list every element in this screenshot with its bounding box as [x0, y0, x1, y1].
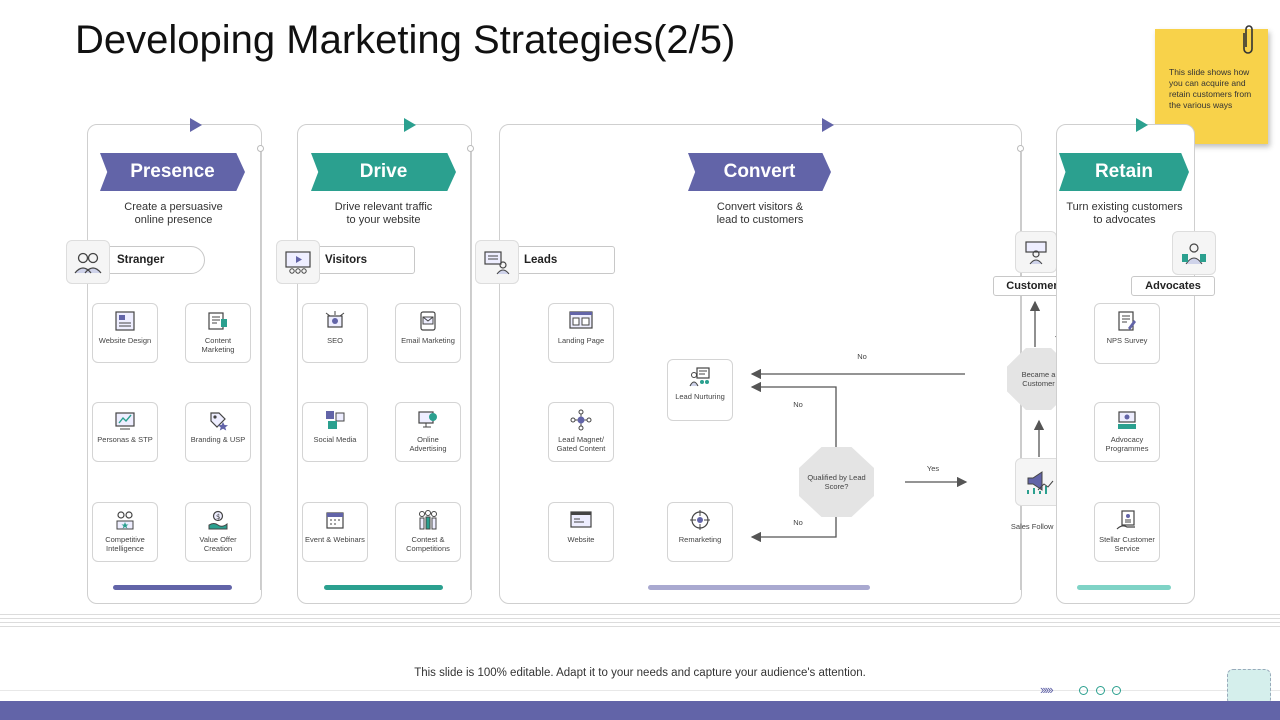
card-seo: SEO [302, 303, 368, 363]
website-design-icon [115, 311, 135, 331]
drive-arrow-head [404, 118, 416, 132]
visitors-pill: Visitors [308, 246, 415, 274]
dot-icon-1 [1079, 686, 1088, 695]
dot-icon-3 [1112, 686, 1121, 695]
leads-icon [475, 240, 519, 284]
qualified-decision: Qualified by Lead Score? [799, 447, 874, 517]
card-branding-usp: Branding & USP [185, 402, 251, 462]
decorative-stripes [0, 614, 1280, 630]
presence-arrow-head [190, 118, 202, 132]
corner-box [1227, 669, 1271, 705]
card-email-marketing: Email Marketing [395, 303, 461, 363]
convert-desc-1: Convert visitors & [716, 201, 804, 213]
footer-note: This slide is 100% editable. Adapt it to… [414, 667, 866, 679]
customer-service-icon [1116, 510, 1135, 530]
drive-banner: Drive [311, 153, 456, 191]
advocates-icon [1172, 231, 1216, 275]
online-advertising-icon [418, 411, 437, 428]
seo-icon [325, 311, 345, 328]
presence-bar [113, 585, 232, 590]
sales-follow-up-label: Sales Follow Up [1010, 522, 1066, 531]
advocates-pill: Advocates [1131, 276, 1215, 296]
presence-desc-2: online presence [134, 214, 213, 226]
drive-desc-1: Drive relevant traffic [334, 201, 433, 213]
card-event-webinars: Event & Webinars [302, 502, 368, 562]
card-content-marketing: Content Marketing [185, 303, 251, 363]
contest-icon [419, 510, 437, 530]
content-marketing-icon [208, 312, 227, 330]
retain-arrow-head [1136, 118, 1148, 132]
branding-icon [210, 412, 228, 431]
convert-bar [648, 585, 870, 590]
card-online-advertising: Online Advertising [395, 402, 461, 462]
lead-nurturing-icon [689, 367, 710, 387]
retain-banner: Retain [1059, 153, 1189, 191]
card-lead-nurturing: Lead Nurturing [667, 359, 733, 421]
visitors-icon [276, 240, 320, 284]
footer-bar [0, 701, 1280, 720]
convert-desc-2: lead to customers [716, 214, 804, 226]
paperclip-icon [1243, 25, 1253, 54]
stranger-icon [66, 240, 110, 284]
presence-banner: Presence [100, 153, 245, 191]
sticky-note-text: This slide shows how you can acquire and… [1169, 67, 1252, 110]
presence-desc-1: Create a persuasive [124, 201, 223, 213]
convert-banner: Convert [688, 153, 831, 191]
card-stellar-customer-service: Stellar Customer Service [1094, 502, 1160, 562]
calendar-icon [326, 512, 344, 529]
landing-page-icon [569, 311, 593, 329]
retain-desc-1: Turn existing customers [1066, 201, 1183, 213]
presence-divider [260, 150, 261, 590]
chevrons-icon: ››››› [1040, 682, 1054, 697]
convert-arrow-head [822, 118, 834, 132]
label-yes-right: Yes [926, 464, 940, 473]
competitive-intelligence-icon [116, 511, 134, 530]
sales-follow-up-icon [1015, 458, 1063, 506]
website-icon [570, 511, 592, 528]
value-offer-icon: $ [208, 510, 228, 530]
email-icon [420, 311, 436, 331]
leads-pill: Leads [507, 246, 615, 274]
lead-magnet-icon [570, 409, 592, 431]
label-no-mid: No [793, 400, 803, 409]
svg-text:$: $ [216, 513, 220, 521]
card-website: Website [548, 502, 614, 562]
label-no-top: No [857, 352, 867, 361]
card-social-media: Social Media [302, 402, 368, 462]
card-competitive-intelligence: Competitive Intelligence [92, 502, 158, 562]
dot-icon-2 [1096, 686, 1105, 695]
advocacy-icon [1118, 411, 1136, 429]
card-contest-competitions: Contest & Competitions [395, 502, 461, 562]
stranger-pill: Stranger [98, 246, 205, 274]
retain-bar [1077, 585, 1171, 590]
drive-divider [470, 150, 471, 590]
card-value-offer-creation: $ Value Offer Creation [185, 502, 251, 562]
remarketing-icon [690, 510, 710, 530]
card-advocacy-programmes: Advocacy Programmes [1094, 402, 1160, 462]
drive-desc-2: to your website [346, 214, 421, 226]
card-lead-magnet: Lead Magnet/ Gated Content [548, 402, 614, 462]
card-nps-survey: NPS Survey [1094, 303, 1160, 364]
card-website-design: Website Design [92, 303, 158, 363]
card-personas-stp: Personas & STP [92, 402, 158, 462]
retain-desc-2: to advocates [1093, 214, 1156, 226]
customers-icon [1015, 231, 1057, 273]
personas-icon [115, 412, 135, 430]
card-landing-page: Landing Page [548, 303, 614, 363]
card-remarketing: Remarketing [667, 502, 733, 562]
social-media-icon [326, 411, 345, 429]
nps-survey-icon [1118, 311, 1136, 331]
page-title: Developing Marketing Strategies(2/5) [75, 18, 736, 62]
drive-bar [324, 585, 443, 590]
label-no-bottom: No [793, 518, 803, 527]
